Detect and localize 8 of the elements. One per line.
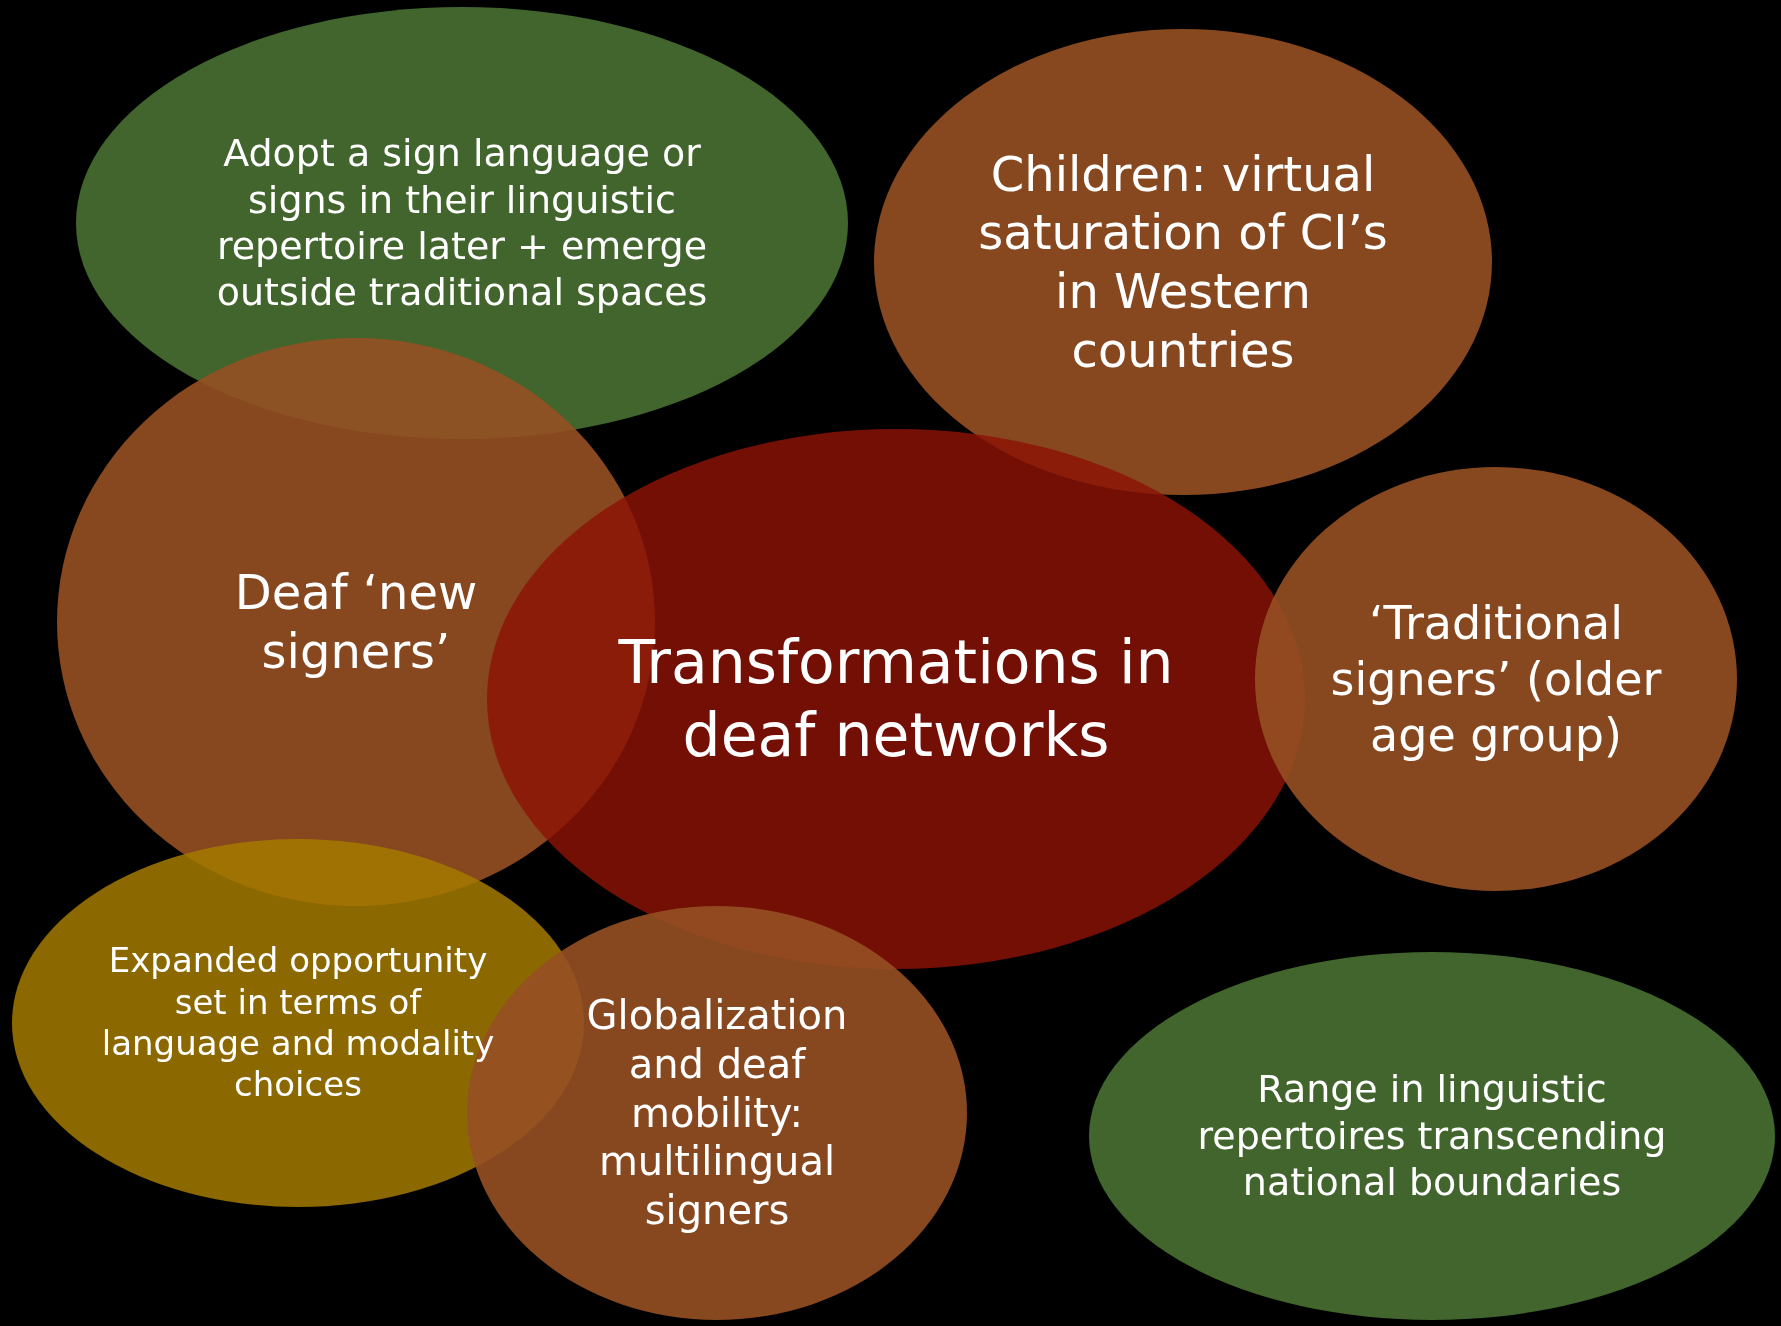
topic-text: Deaf ‘new signers’: [233, 563, 479, 681]
topic-text: Globalization and deaf mobility: multilingual signers: [585, 991, 849, 1235]
topic-text: Range in linguistic repertoires transcending national boundaries: [1196, 1066, 1668, 1206]
topic-text: ‘Traditional signers’ (older age group): [1329, 594, 1663, 764]
topic-text: Adopt a sign language or signs in their linguistic repertoire later + emerge outside traditional spaces: [215, 130, 709, 316]
topic-text: Expanded opportunity set in terms of language and modality choices: [100, 940, 496, 1106]
central-topic-text: Transformations in deaf networks: [617, 625, 1175, 772]
topic-text: Children: virtual saturation of CI’s in Western countries: [977, 144, 1389, 380]
